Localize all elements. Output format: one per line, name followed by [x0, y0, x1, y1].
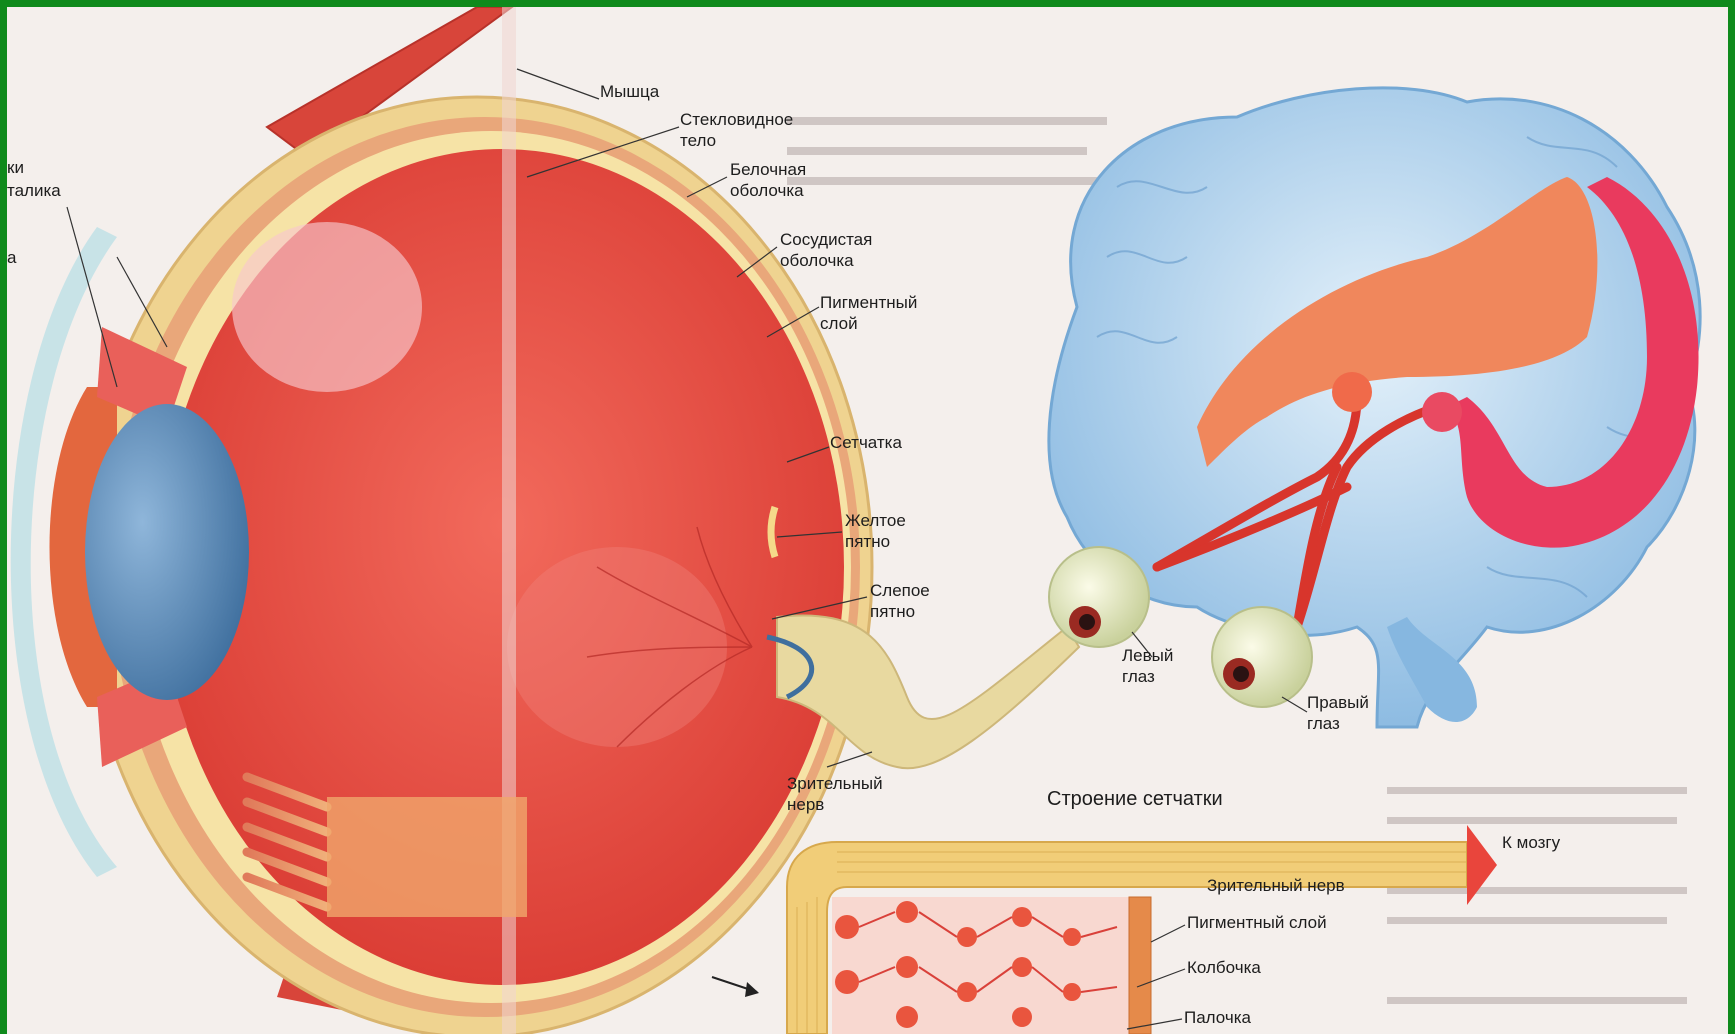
geniculate-left	[1332, 372, 1372, 412]
label-pigment-layer: Пигментный слой	[820, 292, 917, 334]
page-frame: Мышца Стекловидное тело Белочная оболочк…	[7, 7, 1728, 1034]
right-eyeball	[1212, 607, 1312, 707]
label-blind-spot: Слепое пятно	[870, 580, 930, 622]
label-cropped-2: талика	[7, 180, 61, 201]
geniculate-right	[1422, 392, 1462, 432]
label-left-eye: Левый глаз	[1122, 645, 1173, 687]
brain	[1049, 88, 1700, 727]
retina-structure	[712, 825, 1497, 1034]
retina-pigment-column	[1129, 897, 1151, 1034]
label-retina-optic-nerve: Зрительный нерв	[1207, 875, 1345, 896]
yellow-spot	[771, 507, 775, 557]
label-optic-nerve: Зрительный нерв	[787, 773, 883, 815]
label-vitreous-body: Стекловидное тело	[680, 109, 793, 151]
label-retina-pigment-layer: Пигментный слой	[1187, 912, 1327, 933]
label-choroid: Сосудистая оболочка	[780, 229, 872, 271]
label-rod: Палочка	[1184, 1007, 1251, 1028]
label-yellow-spot: Желтое пятно	[845, 510, 906, 552]
label-cropped-1: ки	[7, 157, 24, 178]
label-cropped-3: а	[7, 247, 16, 268]
label-muscle: Мышца	[600, 81, 659, 102]
label-cone: Колбочка	[1187, 957, 1261, 978]
lens	[85, 404, 249, 700]
label-sclera: Белочная оболочка	[730, 159, 806, 201]
left-eyeball	[1049, 547, 1149, 647]
retina-cell-layer	[832, 897, 1132, 1034]
retina-diagram-title: Строение сетчатки	[1047, 787, 1223, 811]
label-to-brain: К мозгу	[1502, 832, 1560, 853]
label-retina: Сетчатка	[830, 432, 902, 453]
label-right-eye: Правый глаз	[1307, 692, 1369, 734]
